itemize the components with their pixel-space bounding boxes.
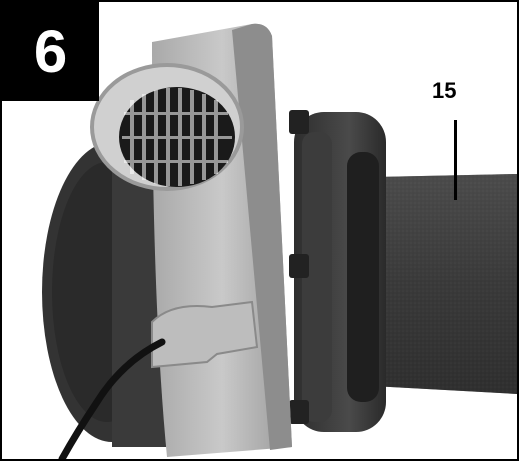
power-cable xyxy=(58,338,166,459)
callout-leader-line xyxy=(454,120,457,200)
callout-label: 15 xyxy=(432,78,457,103)
figure-number: 6 xyxy=(2,2,99,101)
air-vent xyxy=(90,63,244,191)
motor-collar xyxy=(289,110,386,432)
foam-grip xyxy=(363,174,517,394)
